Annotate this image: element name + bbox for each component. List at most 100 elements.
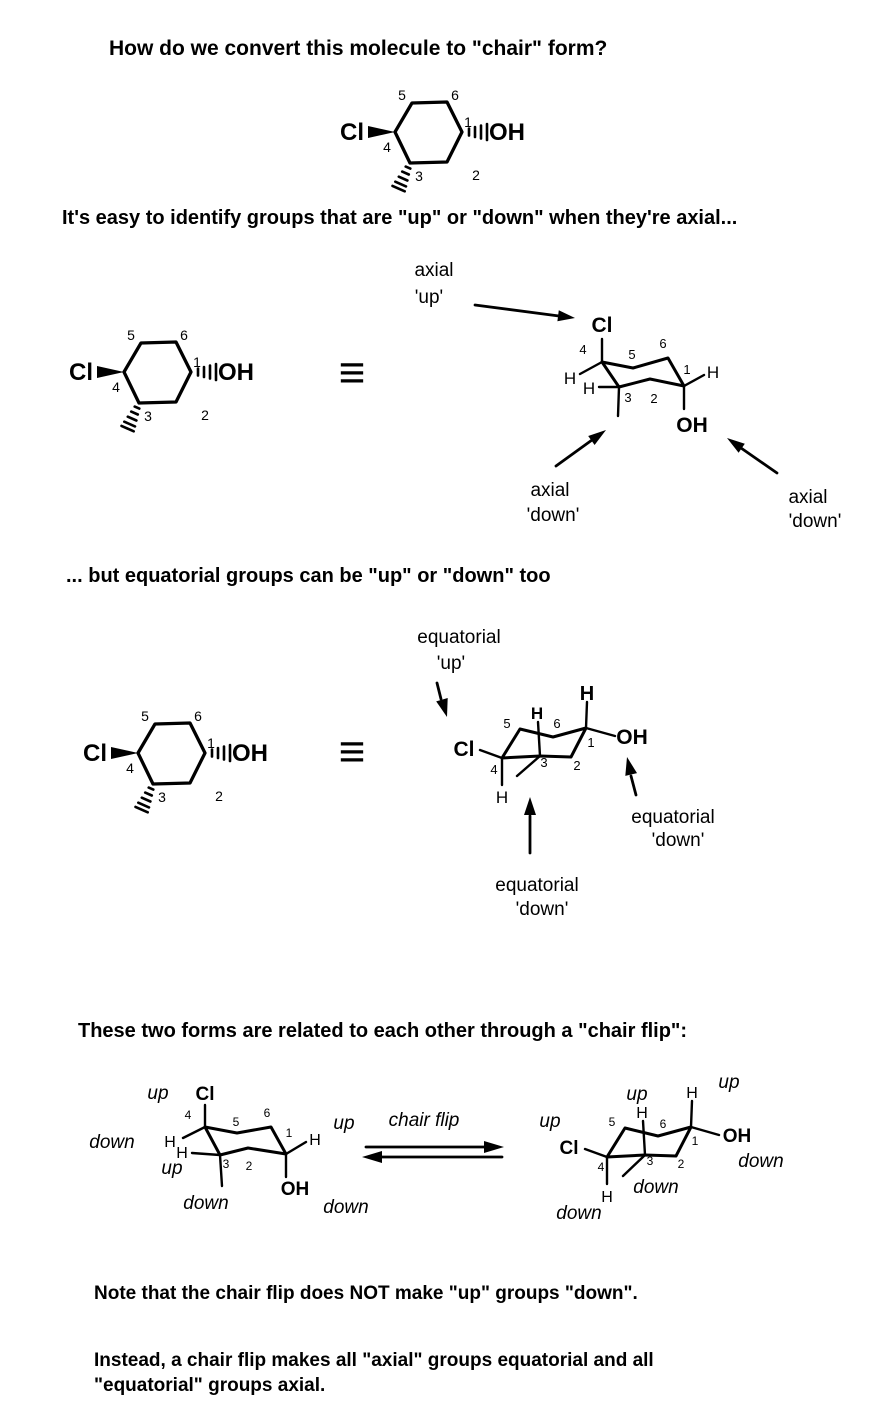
updown-label-down: down [633, 1177, 678, 1198]
chair-flip-label: chair flip [389, 1110, 460, 1131]
flat-molecule-structure [67, 325, 256, 433]
ring-bonds [605, 1125, 693, 1159]
hydrogen-label: H [164, 1134, 176, 1151]
bond-c3-methyl [515, 754, 542, 778]
chair-axial-structure: Cl OH H H H 1 2 3 4 5 6 [564, 314, 719, 437]
bond-c1-oh [689, 1125, 721, 1137]
chlorine-label: Cl [560, 1138, 579, 1159]
updown-label-up: up [718, 1072, 739, 1093]
bond-c3-h [641, 1119, 647, 1157]
bond-c1-oh [584, 726, 617, 738]
ring-number-1: 1 [286, 1126, 293, 1140]
updown-label-down: down [183, 1193, 228, 1214]
updown-label-up: up [161, 1158, 182, 1179]
chlorine-label: Cl [592, 314, 613, 337]
callout-equatorial-up: equatorial 'up' [417, 627, 501, 717]
callout-equatorial-word: equatorial [631, 807, 714, 828]
hydroxyl-label: OH [489, 119, 525, 146]
ring-number-6: 6 [659, 336, 666, 351]
equivalence-icon: ≡ [339, 346, 366, 398]
hydrogen-label: H [686, 1085, 698, 1102]
callout-equatorial-word: equatorial [495, 875, 578, 896]
bond-c3-h [536, 720, 542, 758]
chlorine-label: Cl [340, 119, 364, 146]
callout-arrow-icon [554, 430, 606, 468]
note-chair-flip-up-down: Note that the chair flip does NOT make "… [94, 1283, 638, 1304]
ring-bonds [600, 356, 686, 389]
ring-number-4: 4 [490, 762, 497, 777]
ring-number-5: 5 [503, 716, 510, 731]
callout-axial-word: axial [788, 487, 827, 508]
ring-number-3: 3 [223, 1157, 230, 1171]
hydrogen-label: H [496, 788, 508, 807]
ring-number-2: 2 [650, 391, 657, 406]
callout-up-word: 'up' [415, 287, 443, 308]
callout-down-word: 'down' [527, 505, 580, 526]
ring-number-2: 2 [472, 167, 480, 183]
ring-bonds [203, 1125, 288, 1157]
bond-c1-h [284, 1140, 308, 1156]
ring-number-5: 5 [398, 87, 406, 103]
bond-c4-h [578, 360, 604, 376]
updown-label-down: down [89, 1132, 134, 1153]
flat-molecule-structure [81, 706, 270, 814]
hydrogen-label: H [309, 1132, 321, 1149]
equilibrium-arrow-icon [362, 1141, 504, 1163]
heading-equatorial: ... but equatorial groups can be "up" or… [66, 565, 551, 587]
callout-down-word: 'down' [789, 511, 842, 532]
hydrogen-label: H [564, 369, 576, 388]
ring-number-5: 5 [609, 1115, 616, 1129]
callout-axial-down-left: axial 'down' [527, 430, 606, 526]
updown-label-up: up [147, 1083, 168, 1104]
bond-c1-h [584, 700, 589, 730]
ring-number-2: 2 [246, 1159, 253, 1173]
hydrogen-label: H [583, 379, 595, 398]
hydroxyl-label: OH [616, 726, 648, 749]
ring-number-4: 4 [383, 139, 391, 155]
bond-c4-cl [478, 748, 504, 760]
bond-c1-h [689, 1099, 694, 1129]
ring-bonds [393, 100, 464, 165]
equivalence-icon: ≡ [339, 725, 366, 777]
callout-arrow-icon [435, 681, 448, 717]
callout-equatorial-down-right: equatorial 'down' [625, 757, 715, 851]
callout-axial-word: axial [414, 260, 453, 281]
bond-c3-methyl [621, 1153, 647, 1178]
callout-equatorial-word: equatorial [417, 627, 500, 648]
ring-number-1: 1 [692, 1134, 699, 1148]
hydrogen-label: H [580, 683, 594, 705]
ring-number-1: 1 [683, 362, 690, 377]
ring-number-1: 1 [587, 735, 594, 750]
bond-c3-h [190, 1151, 222, 1157]
chair-flip-left-structure: Cl OH H H H 1 2 3 4 5 6 up down up down … [89, 1083, 368, 1218]
bond-c1-h [682, 373, 706, 388]
bond-c3-methyl [616, 385, 621, 418]
hydrogen-label: H [601, 1189, 613, 1206]
ring-number-5: 5 [628, 347, 635, 362]
bond-c4-cl [583, 1147, 609, 1159]
ring-number-4: 4 [185, 1108, 192, 1122]
flat-molecule-structure: Cl OH 1 2 3 4 5 6 [340, 87, 525, 193]
updown-label-down: down [556, 1203, 601, 1224]
updown-label-up: up [626, 1084, 647, 1105]
hydroxyl-label: OH [281, 1179, 310, 1200]
callout-axial-word: axial [530, 480, 569, 501]
ring-number-2: 2 [678, 1157, 685, 1171]
callout-arrow-icon [625, 757, 638, 797]
bond-c3-methyl [218, 1153, 224, 1188]
heading-axial: It's easy to identify groups that are "u… [62, 207, 738, 229]
note-axial-becomes-equatorial: Instead, a chair flip makes all "axial" … [94, 1350, 654, 1396]
callout-down-word: 'down' [516, 899, 569, 920]
chair-flip-right-structure: Cl OH H H H 1 2 3 4 5 6 up up up down do… [539, 1072, 783, 1224]
ring-number-6: 6 [553, 716, 560, 731]
up-down-annotations: up down up down up down [89, 1083, 368, 1218]
updown-label-down: down [738, 1151, 783, 1172]
hashed-wedge-bond-methyl [391, 165, 412, 193]
updown-label-down: down [323, 1197, 368, 1218]
hydrogen-label: H [176, 1145, 188, 1162]
hydrogen-label: H [707, 363, 719, 382]
callout-axial-down-right: axial 'down' [727, 438, 841, 532]
callout-equatorial-down-left: equatorial 'down' [495, 797, 579, 920]
ring-number-5: 5 [233, 1115, 240, 1129]
